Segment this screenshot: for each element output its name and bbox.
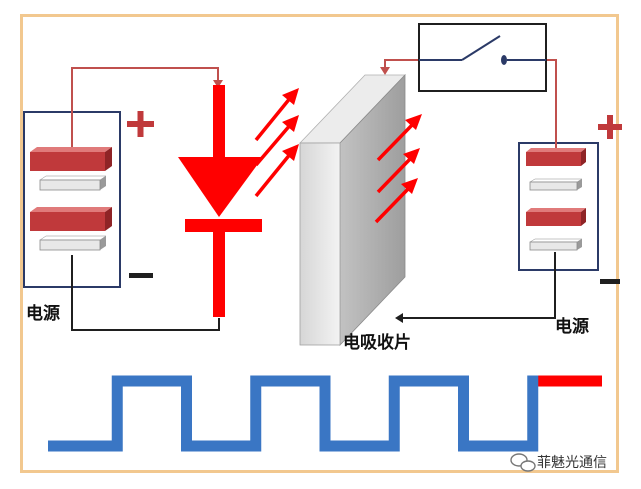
signal-low-segment xyxy=(325,440,395,452)
plus-sign-left-icon xyxy=(127,111,154,137)
right-power-source-label: 电源 xyxy=(555,317,589,337)
light-arrow-icon xyxy=(254,115,299,167)
emitted-light-arrows xyxy=(254,88,299,198)
wire-arrow-down-icon xyxy=(213,80,223,88)
signal-transition-edge xyxy=(527,375,539,452)
switch-box xyxy=(418,23,547,92)
minus-sign-right-icon xyxy=(600,279,620,284)
absorbed-light-arrows xyxy=(374,114,422,224)
left-battery-plate-3 xyxy=(30,207,112,231)
signal-transition-edge xyxy=(250,375,262,452)
left-battery-plate-2 xyxy=(39,175,107,191)
signal-transition-edge xyxy=(181,375,192,452)
signal-high-segment xyxy=(117,375,187,387)
signal-low-segment xyxy=(48,440,118,452)
right-battery-plate-2 xyxy=(529,178,583,191)
switch-to-right-battery-wire xyxy=(546,59,557,148)
absorber-label: 电吸收片 xyxy=(343,333,411,353)
switch-contact xyxy=(501,55,507,65)
plus-sign-right-icon xyxy=(598,115,622,139)
switch-to-absorber-wire xyxy=(384,59,419,70)
right-power-source xyxy=(518,142,599,271)
switch xyxy=(418,23,547,92)
image-frame xyxy=(20,14,619,473)
right-battery-box xyxy=(518,142,599,271)
signal-low-segment xyxy=(186,440,256,452)
left-top-wire xyxy=(71,67,219,147)
signal-transition-edge xyxy=(111,375,123,452)
signal-transition-edge xyxy=(388,375,400,452)
light-arrow-icon xyxy=(376,114,422,162)
wire-arrow-left-icon xyxy=(395,313,403,323)
signal-low-segment xyxy=(463,440,533,452)
square-wave-signal xyxy=(48,375,602,452)
signal-high-segment xyxy=(394,375,464,387)
left-battery-plate-4 xyxy=(39,235,107,251)
right-bottom-wire xyxy=(400,252,556,319)
right-battery-plate-3 xyxy=(526,208,586,226)
wechat-logo-icon xyxy=(510,453,536,472)
wire-arrow-down-icon xyxy=(380,67,390,75)
right-battery-plate-4 xyxy=(529,238,583,251)
signal-transition-edge xyxy=(319,375,331,452)
light-arrow-icon xyxy=(254,144,299,198)
light-arrow-icon xyxy=(254,88,299,142)
switch-lever xyxy=(461,35,501,61)
light-arrow-icon xyxy=(374,178,418,224)
light-arrow-icon xyxy=(376,148,420,194)
left-battery-plate-1 xyxy=(30,147,112,171)
left-power-source-label: 电源 xyxy=(26,304,60,324)
left-bottom-wire xyxy=(71,255,220,331)
diode-bar xyxy=(185,219,262,232)
watermark-text: 菲魅光通信 xyxy=(537,455,607,471)
right-battery-plate-1 xyxy=(526,148,586,166)
left-power-source xyxy=(23,111,121,288)
diode-triangle xyxy=(178,157,263,217)
signal-high-segment xyxy=(255,375,325,387)
minus-sign-left-icon xyxy=(129,273,153,278)
signal-highlight-segment xyxy=(532,375,602,387)
signal-transition-edge xyxy=(458,375,469,452)
laser-diode xyxy=(178,85,263,317)
electro-absorption-slab xyxy=(299,74,406,346)
